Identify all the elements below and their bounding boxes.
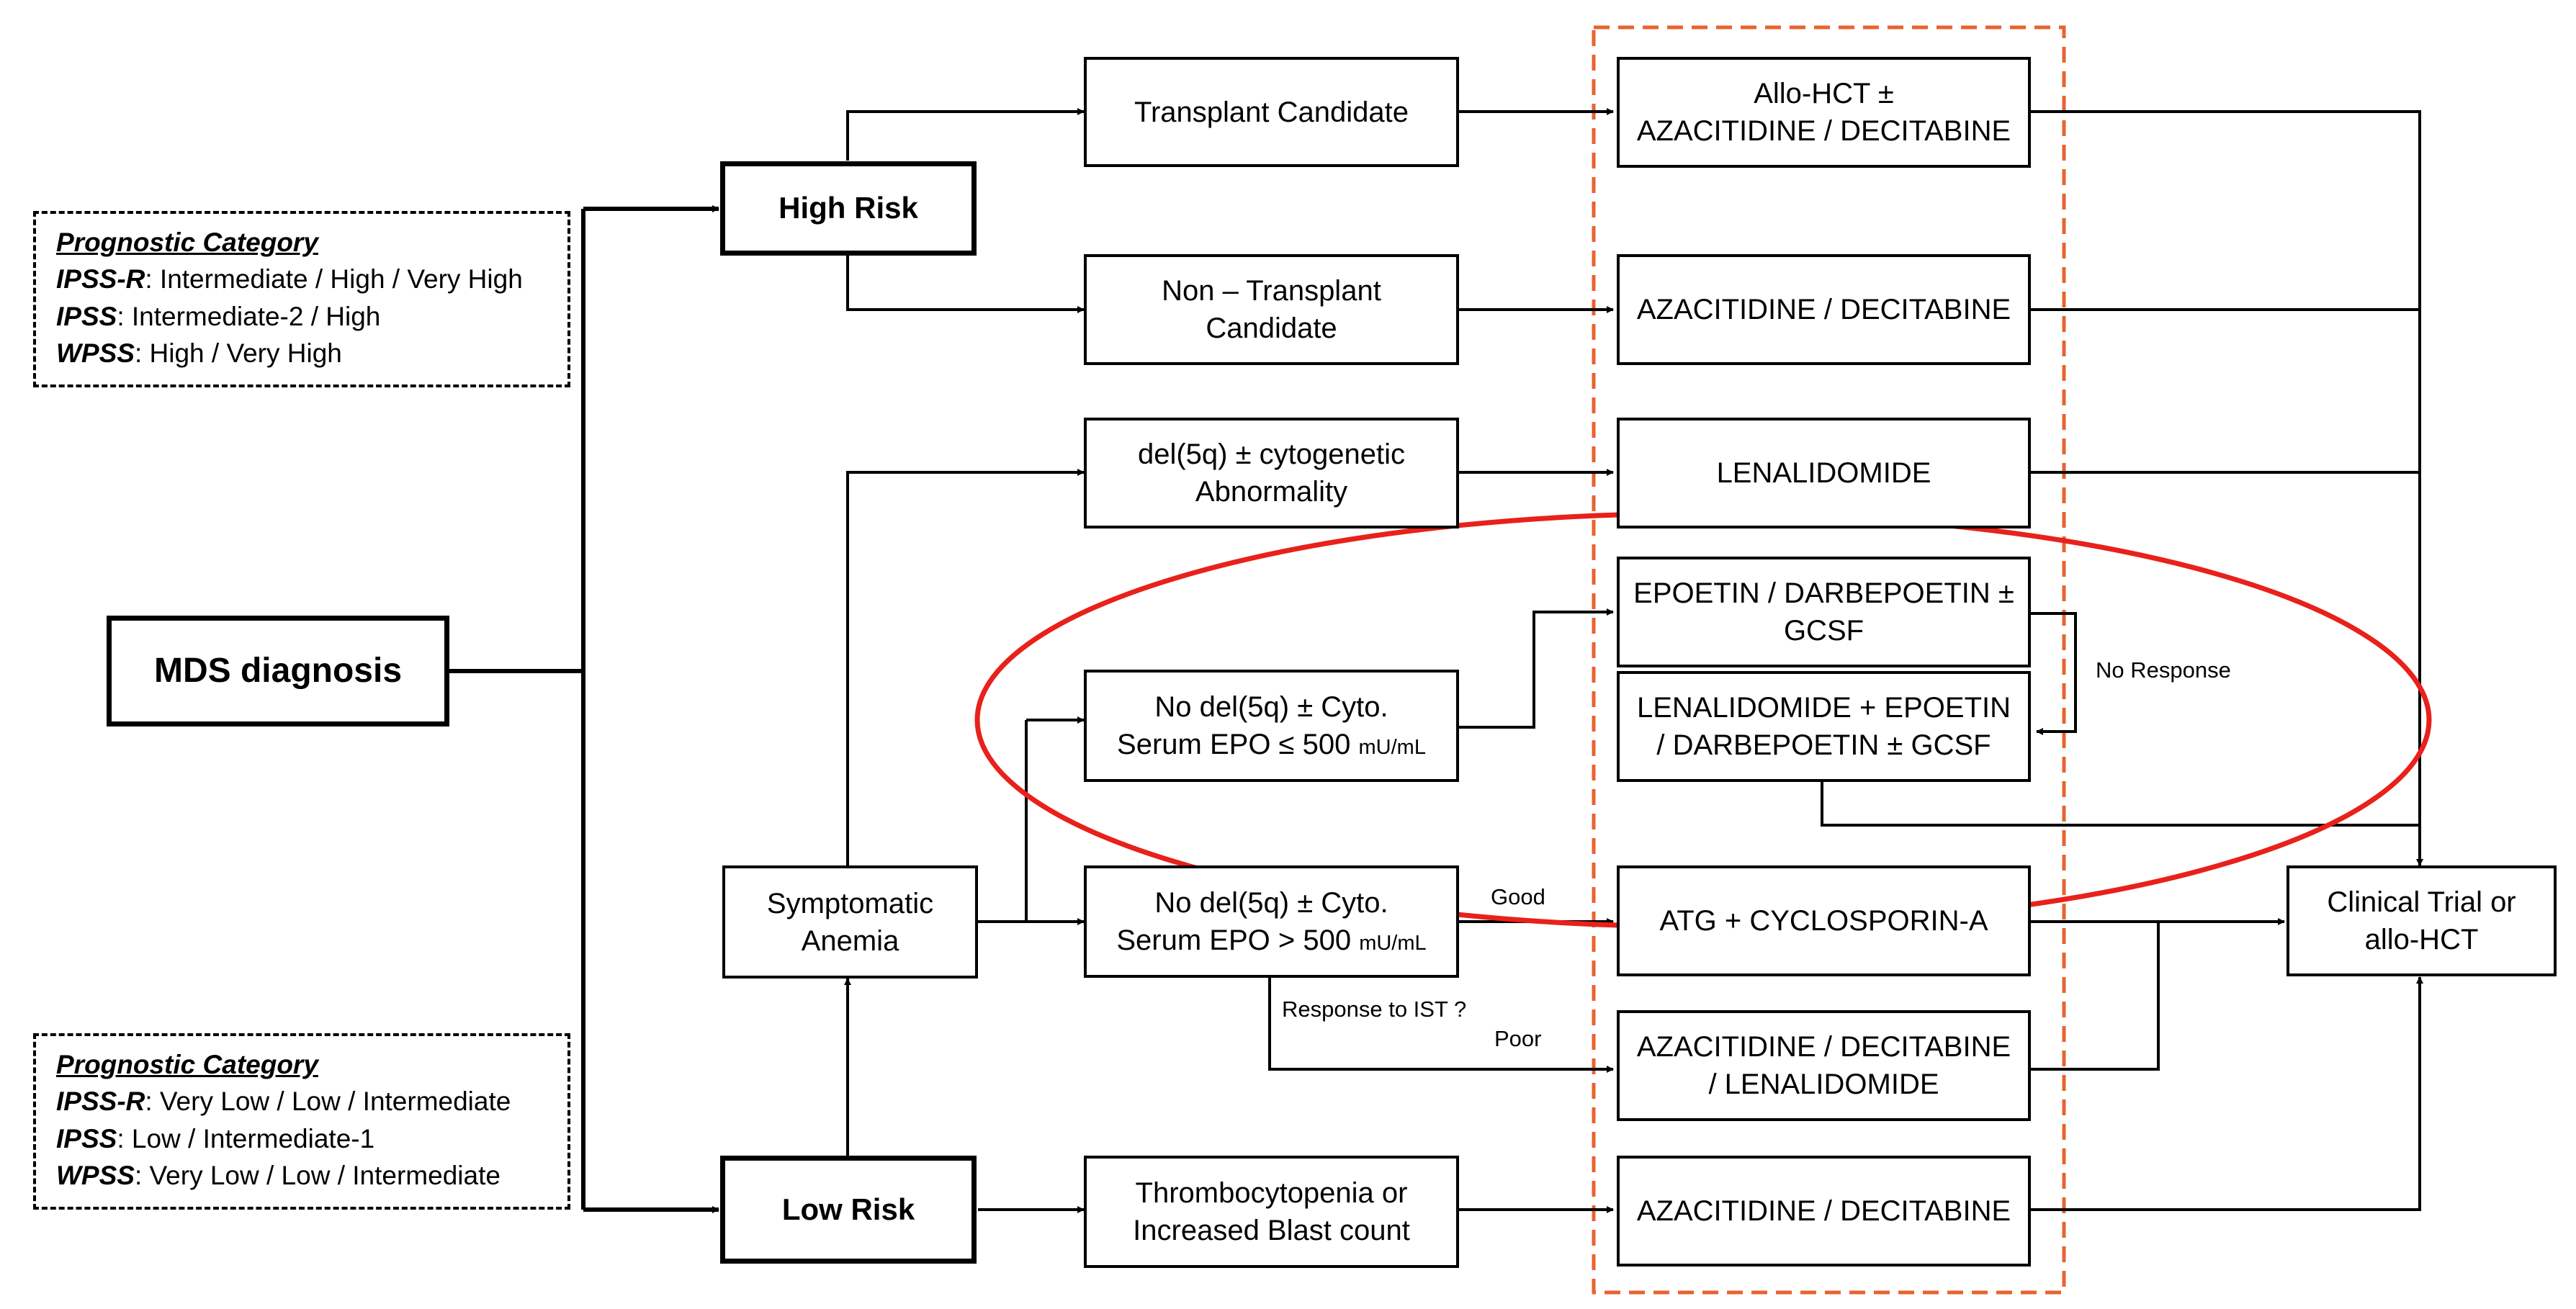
- prognostic-title: Prognostic Category: [56, 1050, 318, 1079]
- edge-epo-high-poor: [1268, 977, 1614, 1073]
- symptomatic-anemia-node: Symptomatic Anemia: [722, 865, 978, 979]
- response-to-ist-label: Response to IST ?: [1282, 997, 1467, 1022]
- edge-aza-len-join: [2031, 922, 2160, 1071]
- high-risk-node: High Risk: [720, 161, 977, 256]
- prognostic-row: IPSS: Intermediate-2 / High: [56, 301, 381, 331]
- prognostic-row: WPSS: Very Low / Low / Intermediate: [56, 1161, 501, 1191]
- edge-aza2-to-clinical: [2031, 976, 2423, 1211]
- no-del5q-epo-low-node: No del(5q) ± Cyto. Serum EPO ≤ 500 mU/mL: [1084, 670, 1459, 782]
- prognostic-row: IPSS: Low / Intermediate-1: [56, 1123, 375, 1153]
- edge-anemia-to-del5q: [846, 469, 1085, 865]
- prognostic-category-low: Prognostic Category IPSS-R: Very Low / L…: [33, 1033, 570, 1210]
- aza-dec-high-node: AZACITIDINE / DECITABINE: [1617, 254, 2031, 365]
- aza-dec-len-node: AZACITIDINE / DECITABINE / LENALIDOMIDE: [1617, 1010, 2031, 1121]
- edge-anemia-split: [978, 720, 1028, 923]
- lenalidomide-node: LENALIDOMIDE: [1617, 418, 2031, 528]
- epoetin-node: EPOETIN / DARBEPOETIN ± GCSF: [1617, 557, 2031, 667]
- edge-to-transplant: [846, 108, 1085, 161]
- non-transplant-candidate-node: Non – Transplant Candidate: [1084, 254, 1459, 365]
- thrombocytopenia-node: Thrombocytopenia or Increased Blast coun…: [1084, 1156, 1459, 1268]
- transplant-candidate-node: Transplant Candidate: [1084, 57, 1459, 167]
- low-risk-node: Low Risk: [720, 1156, 977, 1264]
- del5q-node: del(5q) ± cytogenetic Abnormality: [1084, 418, 1459, 528]
- no-del5q-epo-high-node: No del(5q) ± Cyto. Serum EPO > 500 mU/mL: [1084, 865, 1459, 978]
- aza-dec-low-node: AZACITIDINE / DECITABINE: [1617, 1156, 2031, 1267]
- good-label: Good: [1491, 884, 1545, 909]
- allo-hct-aza-node: Allo-HCT ± AZACITIDINE / DECITABINE: [1617, 57, 2031, 168]
- mds-diagnosis-node: MDS diagnosis: [107, 616, 449, 727]
- prognostic-category-high: Prognostic Category IPSS-R: Intermediate…: [33, 211, 570, 387]
- prognostic-row: IPSS-R: Intermediate / High / Very High: [56, 264, 523, 294]
- lenalidomide-epoetin-node: LENALIDOMIDE + EPOETIN / DARBEPOETIN ± G…: [1617, 671, 2031, 782]
- atg-cyclosporin-node: ATG + CYCLOSPORIN-A: [1617, 865, 2031, 976]
- poor-label: Poor: [1494, 1026, 1542, 1051]
- edge-no-response: [2031, 612, 2077, 735]
- prognostic-title: Prognostic Category: [56, 228, 318, 257]
- edge-epo-low-treatment: [1458, 608, 1614, 729]
- prognostic-row: WPSS: High / Very High: [56, 338, 342, 369]
- clinical-trial-node: Clinical Trial or allo-HCT: [2286, 865, 2557, 976]
- no-response-label: No Response: [2096, 657, 2231, 683]
- edge-to-non-transplant: [846, 255, 1085, 313]
- prognostic-row: IPSS-R: Very Low / Low / Intermediate: [56, 1087, 511, 1117]
